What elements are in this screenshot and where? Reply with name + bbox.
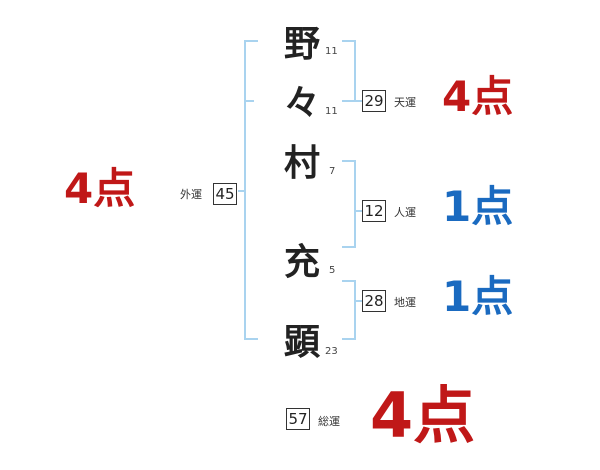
jinun-bracket-tick xyxy=(354,210,362,212)
name-char-3: 村 xyxy=(284,143,321,184)
name-char-4: 充 xyxy=(284,242,321,283)
chiun-bracket-vertical xyxy=(354,280,356,340)
gaiun-value-box: 45 xyxy=(213,183,237,205)
chiun-bracket-top xyxy=(342,280,356,282)
tenun-bracket-bottom xyxy=(342,100,356,102)
souun-score: 4点 xyxy=(370,379,476,452)
tenun-value-box: 29 xyxy=(362,90,386,112)
jinun-value-box: 12 xyxy=(362,200,386,222)
chiun-bracket-tick xyxy=(354,300,362,302)
tenun-score: 4点 xyxy=(442,72,514,121)
chiun-value-box: 28 xyxy=(362,290,386,312)
tenun-bracket-tick xyxy=(354,100,362,102)
tenun-bracket-top xyxy=(342,40,356,42)
stroke-count-4: 5 xyxy=(329,265,336,276)
name-char-5: 顕 xyxy=(284,322,321,363)
stroke-count-3: 7 xyxy=(329,166,336,177)
gaiun-bracket-top xyxy=(244,40,258,42)
gaiun-label: 外運 xyxy=(180,188,202,201)
tenun-label: 天運 xyxy=(394,96,416,109)
souun-label: 総運 xyxy=(318,415,340,428)
jinun-label: 人運 xyxy=(394,206,416,219)
tenun-bracket-vertical xyxy=(354,40,356,102)
jinun-bracket-vertical xyxy=(354,160,356,248)
stroke-count-2: 11 xyxy=(325,106,338,117)
stroke-count-5: 23 xyxy=(325,346,338,357)
chiun-label: 地運 xyxy=(394,296,416,309)
gaiun-bracket-tick-1 xyxy=(244,100,254,102)
souun-value-box: 57 xyxy=(286,408,310,430)
gaiun-bracket-tick-2 xyxy=(238,190,246,192)
jinun-bracket-bottom xyxy=(342,246,356,248)
jinun-score: 1点 xyxy=(442,182,514,231)
name-char-1: 野 xyxy=(284,24,321,65)
gaiun-score: 4点 xyxy=(64,164,136,213)
gaiun-bracket-bottom xyxy=(244,338,258,340)
jinun-bracket-top xyxy=(342,160,356,162)
name-char-2: 々 xyxy=(284,83,321,124)
chiun-bracket-bottom xyxy=(342,338,356,340)
chiun-score: 1点 xyxy=(442,272,514,321)
stroke-count-1: 11 xyxy=(325,46,338,57)
